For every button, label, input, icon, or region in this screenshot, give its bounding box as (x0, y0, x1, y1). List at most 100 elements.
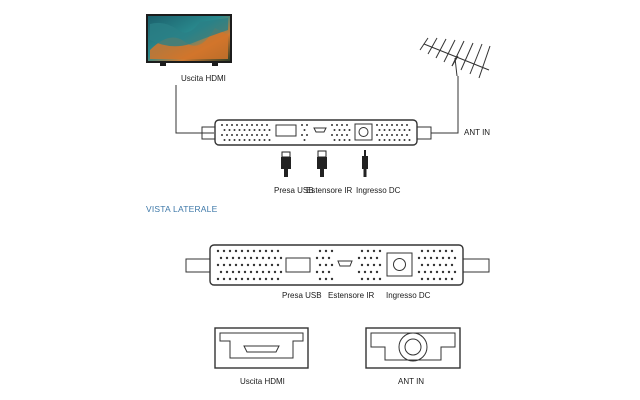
ir-extender-label-2: Estensore IR (306, 186, 352, 195)
vent-hole (251, 134, 253, 136)
vent-hole (369, 256, 373, 260)
hdmi-cable (175, 85, 214, 134)
ant-in-end-view (365, 327, 461, 369)
vent-hole (378, 129, 381, 131)
vent-hole (222, 277, 226, 281)
vent-hole (357, 270, 361, 274)
vent-hole (426, 249, 430, 253)
vent-hole (301, 124, 303, 126)
vent-hole (327, 270, 331, 274)
vent-hole (258, 263, 262, 267)
vent-hole (264, 277, 268, 281)
usb-plug-icon (281, 151, 291, 177)
vent-hole (318, 249, 322, 253)
vent-hole (447, 256, 451, 260)
vent-hole (267, 270, 271, 274)
vent-hole (444, 249, 448, 253)
vent-hole (253, 139, 256, 141)
vent-hole (240, 277, 244, 281)
vent-hole (321, 270, 325, 274)
vent-hole (249, 256, 253, 260)
vent-hole (343, 129, 346, 131)
vent-hole (341, 124, 343, 126)
vent-hole (360, 249, 364, 253)
vent-hole (441, 270, 445, 274)
vent-hole (406, 134, 408, 136)
vent-hole (256, 134, 258, 136)
vent-hole (396, 124, 398, 126)
vent-hole (435, 256, 439, 260)
vent-hole (318, 263, 322, 267)
vent-hole (303, 129, 306, 131)
ir-plug-icon (317, 150, 327, 177)
vent-hole (276, 277, 280, 281)
vent-hole (225, 270, 229, 274)
vent-hole (267, 256, 271, 260)
vent-hole (341, 134, 343, 136)
vent-hole (306, 134, 308, 136)
ir-port-side (337, 260, 353, 267)
vent-hole (376, 124, 378, 126)
vent-hole (268, 129, 271, 131)
vent-hole (398, 129, 401, 131)
vent-hole (266, 124, 268, 126)
vent-hole (321, 256, 325, 260)
vent-hole (378, 277, 382, 281)
vent-hole (393, 139, 396, 141)
vent-hole (231, 134, 233, 136)
vent-hole (226, 124, 228, 126)
vent-hole (233, 129, 236, 131)
vent-hole (330, 249, 334, 253)
vent-hole (420, 263, 424, 267)
vent-hole (372, 263, 376, 267)
vent-hole (381, 124, 383, 126)
receiver-device-top (201, 119, 432, 146)
vent-hole (216, 249, 220, 253)
vent-hole (408, 139, 411, 141)
vent-hole (255, 256, 259, 260)
tv-icon (146, 14, 232, 66)
vent-hole (336, 134, 338, 136)
vent-hole (263, 129, 266, 131)
vent-hole (228, 139, 231, 141)
vent-hole (246, 277, 250, 281)
vent-hole (435, 270, 439, 274)
vent-hole (348, 129, 351, 131)
antenna-icon (419, 37, 491, 79)
vent-hole (243, 139, 246, 141)
vent-hole (264, 249, 268, 253)
vent-hole (279, 256, 283, 260)
usb-port-label: Presa USB (274, 186, 314, 195)
vent-hole (231, 256, 235, 260)
vent-hole (330, 277, 334, 281)
vent-hole (420, 249, 424, 253)
vent-hole (222, 263, 226, 267)
vent-hole (447, 270, 451, 274)
vent-hole (231, 270, 235, 274)
vent-hole (246, 249, 250, 253)
vent-hole (391, 134, 393, 136)
vent-hole (258, 129, 261, 131)
vent-hole (375, 270, 379, 274)
vent-hole (450, 277, 454, 281)
vent-hole (331, 124, 333, 126)
vent-hole (330, 263, 334, 267)
vent-hole (226, 134, 228, 136)
vent-hole (240, 249, 244, 253)
vent-hole (378, 263, 382, 267)
vent-hole (331, 134, 333, 136)
vent-hole (231, 124, 233, 126)
vent-hole (346, 124, 348, 126)
vent-hole (216, 263, 220, 267)
usb-port-side (285, 257, 311, 273)
usb-port-label-side: Presa USB (282, 291, 322, 300)
vent-hole (243, 256, 247, 260)
vent-hole (273, 270, 277, 274)
vent-hole (219, 270, 223, 274)
vent-hole (253, 129, 256, 131)
vent-hole (450, 263, 454, 267)
vent-hole (234, 249, 238, 253)
vent-hole (238, 139, 241, 141)
vent-hole (403, 139, 406, 141)
